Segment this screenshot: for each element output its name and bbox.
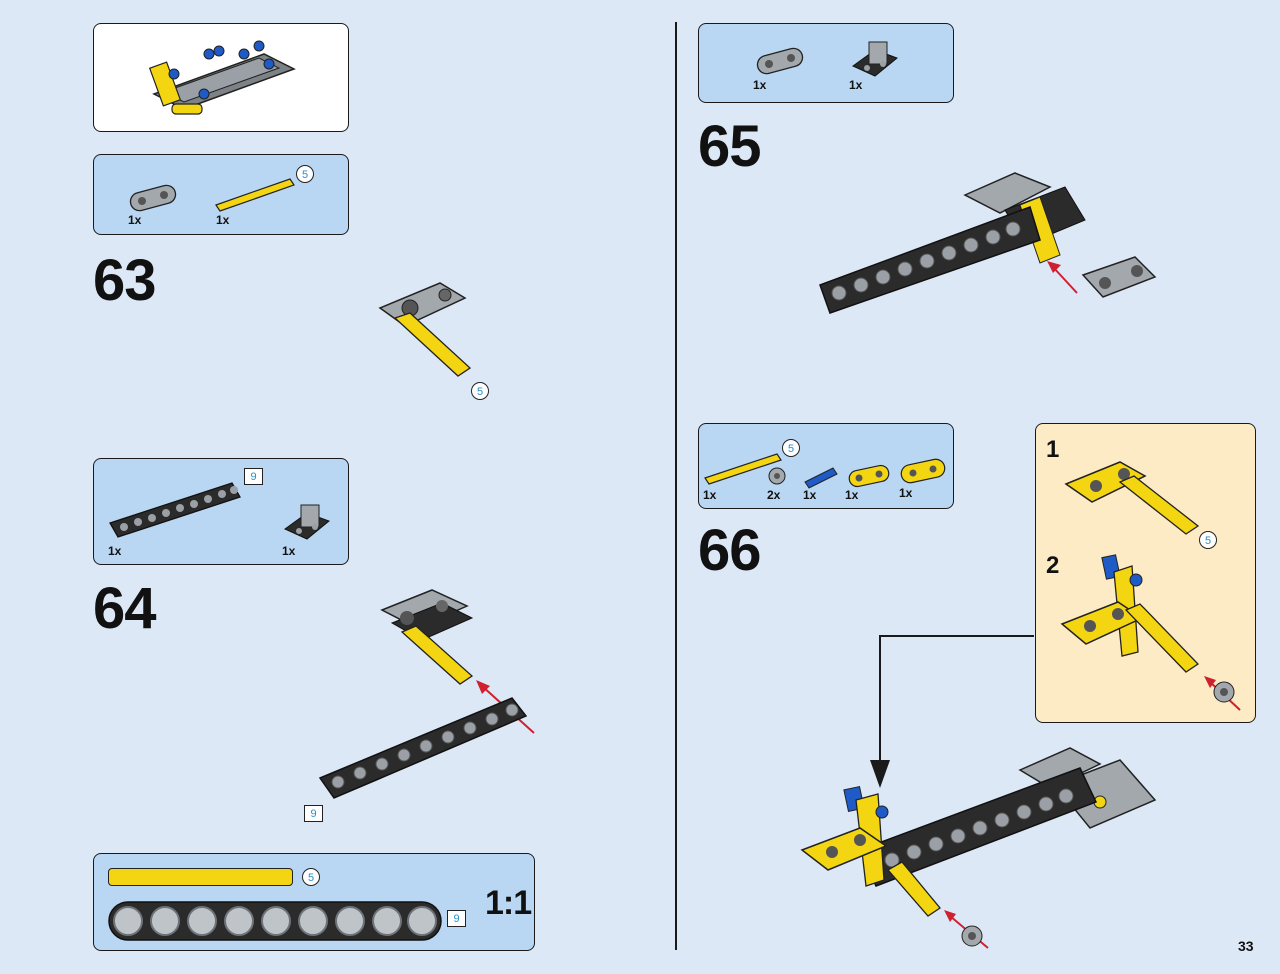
substep-number-1: 1 xyxy=(1046,436,1060,463)
parts-qty-64-a: 1x xyxy=(108,544,122,558)
beam-length-9-callout: 9 xyxy=(304,805,323,822)
parts-panel-step-65: 1x 1x xyxy=(698,23,954,103)
step-66-illustration xyxy=(800,747,1157,949)
step-63-illustration xyxy=(378,282,472,377)
step-number-66: 66 xyxy=(698,518,762,583)
scale-reference-panel: 5 9 1:1 xyxy=(93,853,535,951)
step-number-65: 65 xyxy=(698,114,762,179)
parts-qty-63-a: 1x xyxy=(128,213,142,227)
step-number-64: 64 xyxy=(93,576,157,641)
black-beam-part-icon xyxy=(109,482,241,538)
submodel-preview-illustration xyxy=(148,40,296,115)
parts-qty-63-b: 1x xyxy=(216,213,230,227)
parts-panel-step-64: 9 1x 1x xyxy=(93,458,349,565)
substep-1-illustration xyxy=(1064,461,1200,535)
beam-length-9-callout: 9 xyxy=(244,468,263,485)
subassembly-guide-arrow xyxy=(870,635,1034,788)
beam-length-9-callout: 9 xyxy=(447,910,466,927)
parts-qty-66-d: 1x xyxy=(845,488,859,502)
page-divider xyxy=(675,22,677,950)
axle-scale-reference xyxy=(108,868,293,886)
scale-label: 1:1 xyxy=(485,884,532,922)
step-64-illustration xyxy=(318,589,535,799)
axle-length-5-callout: 5 xyxy=(1199,531,1217,549)
axle-length-5-callout: 5 xyxy=(782,439,800,457)
beam-scale-reference xyxy=(108,901,442,941)
yellow-axle-part-icon xyxy=(215,178,295,212)
parts-panel-step-66: 5 1x 2x 1x 1x 1x xyxy=(698,423,954,509)
black-connector-block-part-icon xyxy=(284,504,330,540)
yellow-connector-part-icon xyxy=(848,464,890,488)
gray-connector-part-icon xyxy=(129,184,177,212)
gray-bush-part-icon xyxy=(768,467,786,485)
substep-2-illustration xyxy=(1060,554,1241,711)
axle-length-5-callout: 5 xyxy=(302,868,320,886)
parts-qty-66-e: 1x xyxy=(899,486,913,500)
gray-connector-part-icon xyxy=(756,47,804,75)
parts-qty-64-b: 1x xyxy=(282,544,296,558)
axle-length-5-callout: 5 xyxy=(296,165,314,183)
axle-length-5-callout: 5 xyxy=(471,382,489,400)
substep-number-2: 2 xyxy=(1046,552,1060,579)
step-65-illustration xyxy=(819,172,1157,314)
parts-qty-65-a: 1x xyxy=(753,78,767,92)
yellow-connector-axle-part-icon xyxy=(900,458,946,484)
black-connector-block-part-icon xyxy=(852,41,898,77)
page-number: 33 xyxy=(1238,938,1254,954)
parts-qty-66-a: 1x xyxy=(703,488,717,502)
parts-qty-66-c: 1x xyxy=(803,488,817,502)
parts-panel-step-63: 1x 5 1x xyxy=(93,154,349,235)
blue-pin-part-icon xyxy=(804,467,838,489)
yellow-axle-part-icon xyxy=(704,453,782,485)
parts-qty-65-b: 1x xyxy=(849,78,863,92)
parts-qty-66-b: 2x xyxy=(767,488,781,502)
subassembly-panel: 1 5 2 xyxy=(1035,423,1256,723)
step-number-63: 63 xyxy=(93,248,157,313)
submodel-preview-panel xyxy=(93,23,349,132)
